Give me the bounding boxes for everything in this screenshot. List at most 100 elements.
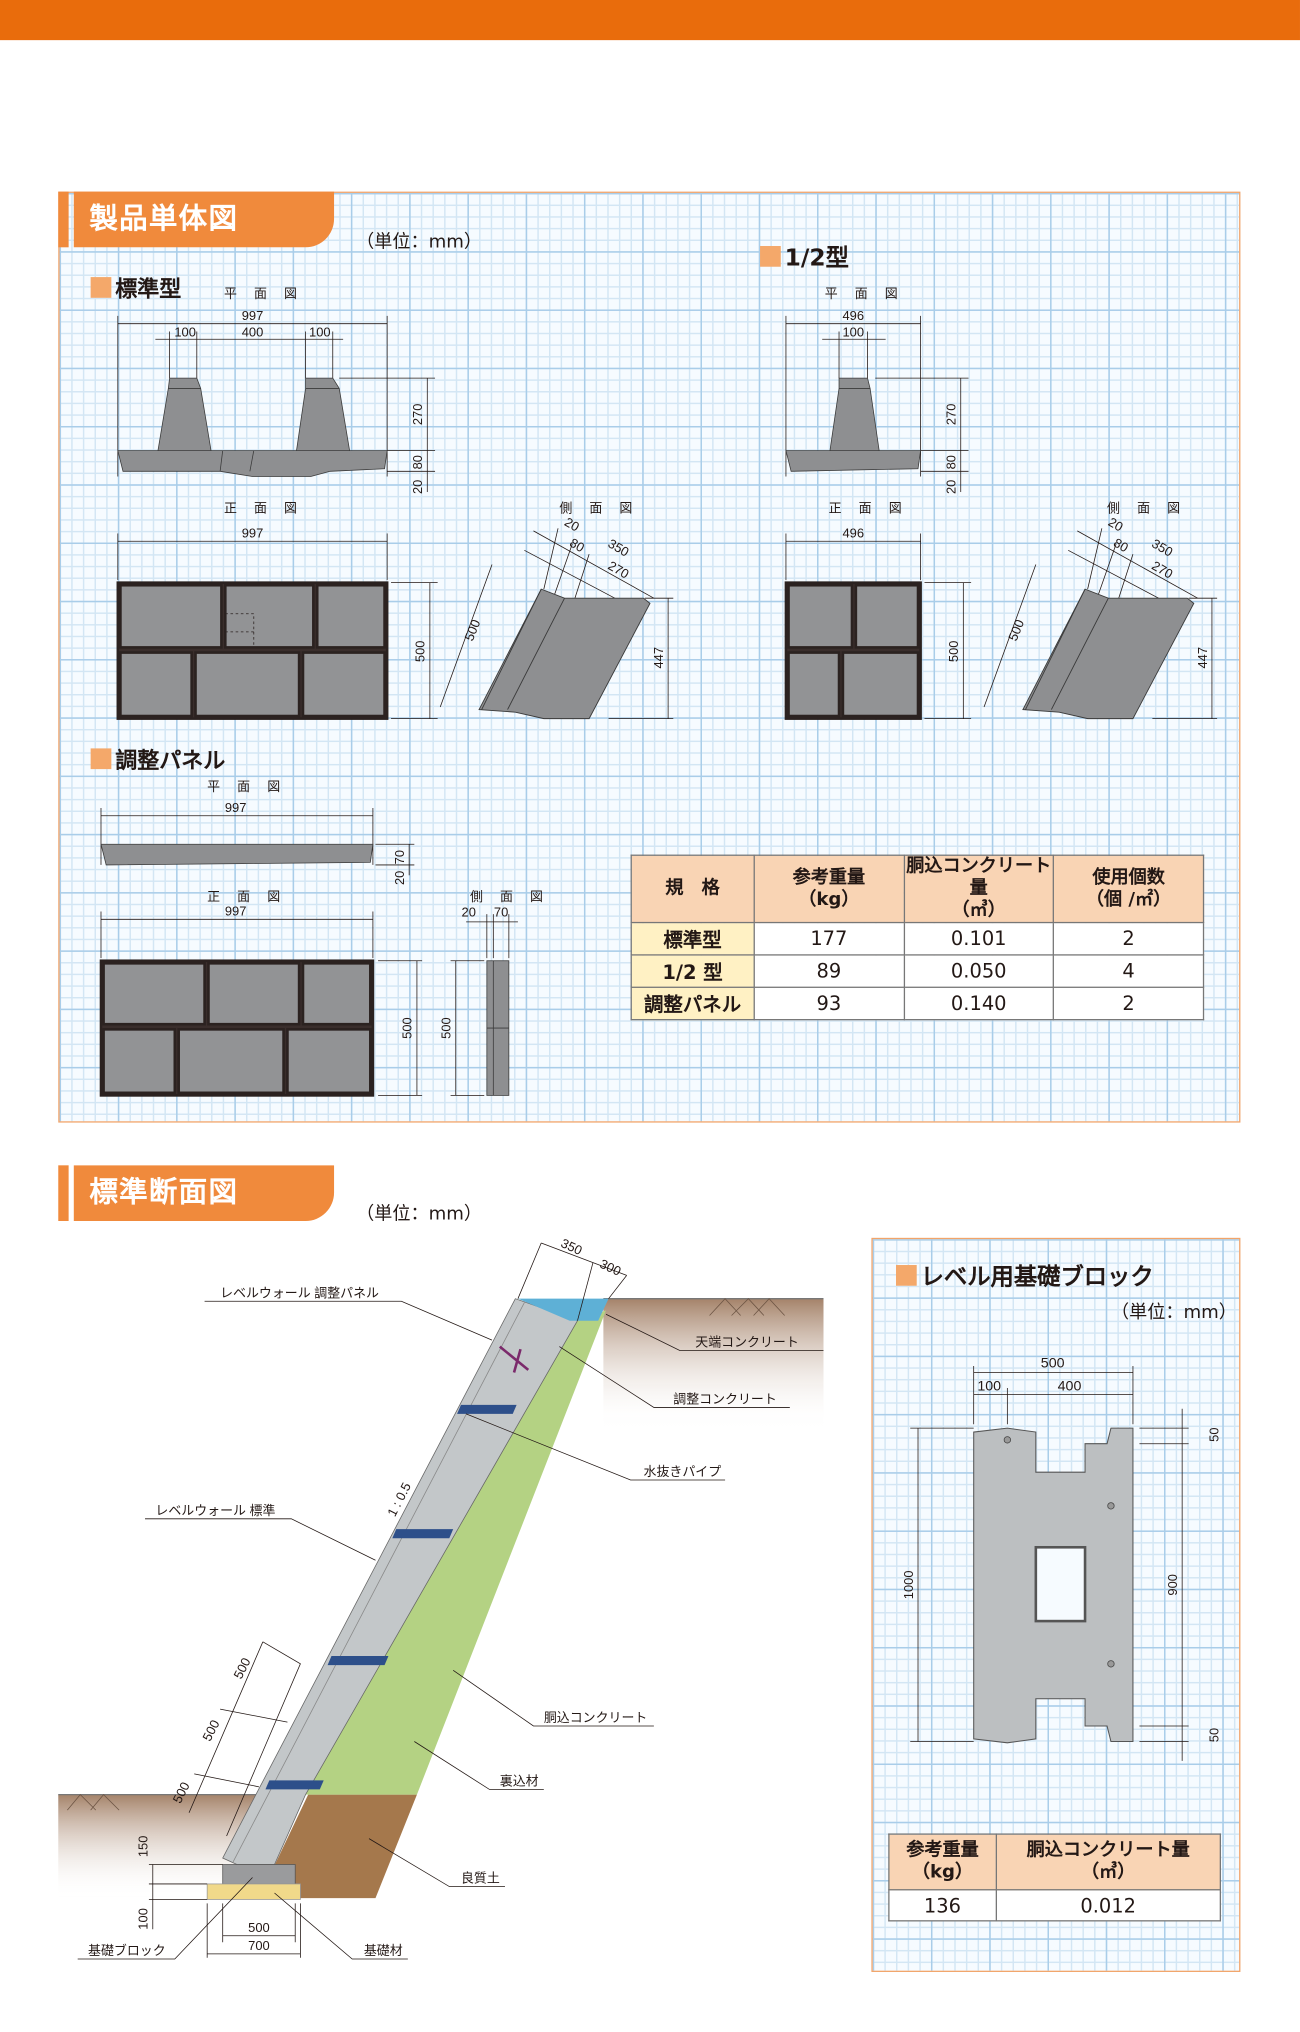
subtitle-text: 標準型 — [115, 277, 182, 303]
table-header-row: 参考重量（kg） 胴込コンクリート量（㎥） — [888, 1833, 1221, 1891]
label-base-material: 基礎材 — [364, 1943, 403, 1958]
dim-text: 500 — [1005, 617, 1027, 643]
dim-text: 270 — [944, 404, 959, 426]
dim-text: 80 — [567, 535, 587, 555]
spec-table: 規 格 参考重量（kg） 胴込コンクリート量（㎥） 使用個数（個 /㎡） 標準型… — [630, 854, 1205, 1021]
dim-text: 500 — [439, 1017, 454, 1039]
dim-text: 500 — [1041, 1355, 1065, 1371]
cell-count: 4 — [1053, 954, 1205, 988]
dim-text: 270 — [410, 404, 425, 426]
drain-pipe — [265, 1780, 324, 1790]
standard-plan-shape — [117, 377, 388, 477]
table-header-row: 規 格 参考重量（kg） 胴込コンクリート量（㎥） 使用個数（個 /㎡） — [630, 854, 1205, 924]
unit-label: （単位：mm） — [356, 231, 483, 253]
half-side-shape — [1022, 588, 1195, 720]
dim-text: 500 — [413, 640, 428, 662]
standard-side-shape — [478, 588, 651, 720]
label-good-soil: 良質土 — [461, 1871, 500, 1886]
top-concrete-fill — [517, 1298, 609, 1321]
row-header: 1/2 型 — [630, 954, 755, 988]
backfill-area — [305, 1310, 606, 1795]
front-view-label: 正 面 図 — [207, 890, 287, 906]
unit-label: （単位：mm） — [356, 1204, 483, 1225]
anchor-bar — [498, 1345, 530, 1373]
drain-pipe — [457, 1404, 517, 1414]
bolt-holes — [1003, 1436, 1115, 1668]
dim-text: 100 — [842, 325, 864, 340]
cell-count: 2 — [1053, 921, 1205, 956]
dim-text: 447 — [1195, 647, 1210, 669]
dim-text: 1000 — [901, 1570, 916, 1599]
dim-text: 20 — [944, 480, 959, 494]
section-title-cross-section: 標準断面図 — [73, 1165, 335, 1221]
dim-text: 20 — [410, 480, 425, 494]
drain-pipe — [392, 1529, 454, 1539]
label-fill-concrete: 胴込コンクリート — [544, 1710, 648, 1725]
dim-text: 20 — [1106, 514, 1126, 534]
cell-concrete: 0.101 — [903, 921, 1055, 956]
plan-view-label: 平 面 図 — [824, 287, 905, 302]
side-view-label: 側 面 図 — [559, 502, 639, 517]
hole-icon — [1003, 1436, 1011, 1444]
dim-text: 500 — [946, 640, 961, 662]
cell-weight: 136 — [888, 1889, 997, 1922]
dimension-lines — [100, 315, 1218, 1096]
label-adjust-panel: レベルウォール 調整パネル — [220, 1285, 379, 1300]
section-tab-stripe — [58, 191, 69, 248]
side-view-label: 側 面 図 — [470, 890, 550, 906]
table-row: 標準型 177 0.101 2 — [630, 921, 1205, 956]
panel-plan-shape — [100, 843, 374, 866]
dim-text: 500 — [461, 617, 483, 643]
product-drawings: 997 100 400 100 270 80 20 997 500 20 80 … — [99, 308, 1218, 1097]
dim-text: 70 — [494, 905, 508, 920]
base-block-table: 参考重量（kg） 胴込コンクリート量（㎥） 136 0.012 — [888, 1833, 1221, 1922]
label-standard-wall: レベルウォール 標準 — [155, 1503, 275, 1518]
hole-icon — [1107, 1660, 1115, 1668]
table-row: 136 0.012 — [888, 1889, 1221, 1922]
dim-text: 80 — [1111, 535, 1131, 555]
dim-text: 20 — [462, 905, 476, 920]
plan-view-label: 平 面 図 — [207, 780, 287, 796]
table-row: 調整パネル 93 0.140 2 — [630, 986, 1205, 1021]
dimension-lines — [910, 1366, 1189, 1761]
half-plan-shape — [785, 377, 922, 472]
col-header: 参考重量（kg） — [753, 854, 905, 924]
dim-text: 100 — [174, 325, 196, 340]
side-view-label: 側 面 図 — [1107, 502, 1187, 517]
ground-hatch-icon — [67, 1298, 785, 1811]
section-tab-stripe — [58, 1165, 69, 1221]
dim-text: 447 — [651, 647, 666, 669]
plan-view-label: 平 面 図 — [224, 287, 304, 302]
bullet-square-icon — [90, 747, 112, 769]
dim-text: 997 — [225, 903, 247, 918]
col-header: 胴込コンクリート量（㎥） — [903, 854, 1055, 924]
front-view-label: 正 面 図 — [224, 502, 304, 517]
subtitle-base-block: レベル用基礎ブロック — [896, 1259, 1154, 1293]
dim-text: 997 — [242, 308, 264, 323]
dim-text: 500 — [248, 1920, 270, 1935]
dim-text: 100 — [309, 325, 331, 340]
panel-front-shape — [99, 959, 375, 1097]
dim-text: 400 — [1058, 1379, 1082, 1395]
cell-count: 2 — [1053, 986, 1205, 1021]
cell-concrete: 0.012 — [995, 1889, 1221, 1922]
subtitle-standard: 標準型 — [90, 271, 182, 303]
dim-text: 500 — [400, 1017, 415, 1039]
bullet-square-icon — [90, 276, 112, 298]
natural-ground-right — [603, 1298, 824, 1429]
dim-text: 997 — [225, 800, 247, 815]
section-title-product: 製品単体図 — [73, 191, 335, 248]
dim-text: 496 — [842, 308, 864, 323]
col-header: 胴込コンクリート量（㎥） — [995, 1833, 1221, 1891]
bullet-square-icon — [760, 246, 781, 267]
dim-text: 900 — [1165, 1574, 1180, 1596]
dim-text: 50 — [1206, 1427, 1221, 1441]
half-front-shape — [784, 581, 922, 720]
dim-text: 997 — [242, 525, 264, 540]
subtitle-panel: 調整パネル — [90, 742, 225, 774]
label-backfill: 裏込材 — [500, 1774, 539, 1789]
front-view-label: 正 面 図 — [828, 502, 909, 517]
dim-text: 700 — [248, 1938, 270, 1953]
panel-side-shape — [486, 960, 510, 1096]
